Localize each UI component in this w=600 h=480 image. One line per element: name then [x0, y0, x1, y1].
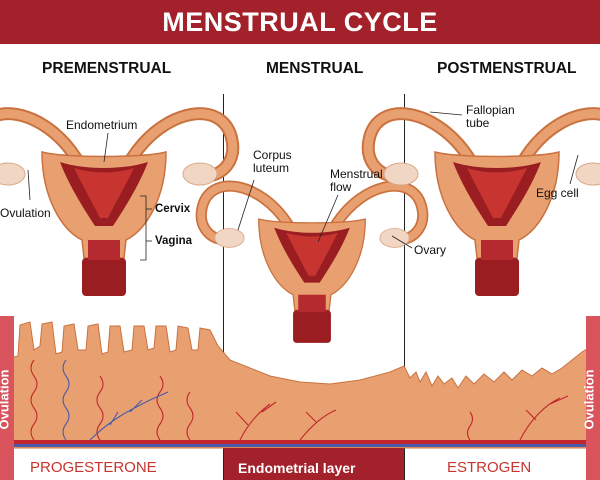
label-cervix: Cervix	[155, 203, 191, 215]
label-vagina: Vagina	[155, 235, 193, 247]
label-ovulation-left: Ovulation	[0, 206, 51, 220]
label-estrogen: ESTROGEN	[447, 459, 532, 476]
page-title: MENSTRUAL CYCLE	[162, 7, 438, 37]
title-banner: MENSTRUAL CYCLE	[0, 0, 600, 44]
ovulation-side-left	[0, 316, 14, 480]
phase-menstrual: MENSTRUAL	[266, 60, 364, 77]
phase-postmenstrual: POSTMENSTRUAL	[437, 60, 577, 77]
label-endometrium: Endometrium	[66, 118, 138, 132]
leader-lines	[27, 111, 579, 261]
basal-artery	[0, 440, 600, 444]
uterus-menstrual	[201, 186, 422, 343]
spiral-vessels	[30, 359, 569, 441]
ovulation-side-left-label: Ovulation	[0, 369, 12, 430]
ovulation-side-right-label: Ovulation	[581, 369, 597, 430]
divider-right	[404, 94, 405, 480]
basal-vein	[0, 444, 600, 447]
divider-left	[223, 94, 224, 480]
uterus-postmenstrual	[368, 114, 600, 296]
ovulation-side-right	[586, 316, 600, 480]
phase-premenstrual: PREMENSTRUAL	[42, 60, 172, 77]
label-progesterone: PROGESTERONE	[30, 459, 157, 476]
label-egg-cell: Egg cell	[536, 186, 579, 200]
endometrial-tissue	[0, 321, 600, 449]
endometrial-layer-band	[224, 448, 404, 480]
label-endometrial-layer: Endometrial layer	[238, 460, 356, 476]
label-ovary: Ovary	[414, 243, 447, 257]
